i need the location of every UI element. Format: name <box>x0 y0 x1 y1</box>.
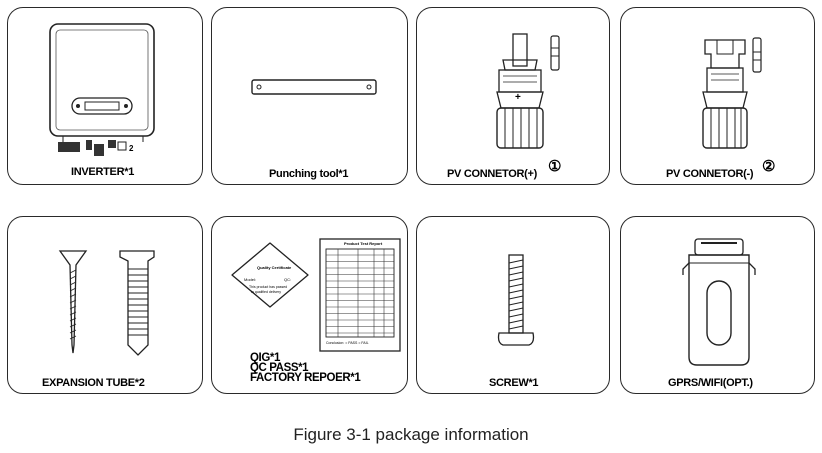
figure-caption: Figure 3-1 package information <box>293 425 529 444</box>
qc-pass-label: QC PASS*1 <box>250 362 309 374</box>
qc-card-note-1: This product has passed <box>249 285 288 289</box>
qc-card-note-2: to qualified delivery <box>251 290 281 294</box>
qig-label: QIG*1 <box>250 352 280 364</box>
pv-connector-plus-icon: + <box>496 33 560 149</box>
report-title: Product Test Report <box>344 241 383 246</box>
gprs-wifi-card: GPRS/WIFI(OPT.) <box>620 216 815 394</box>
report-footer: Conclusion: = PASS = FAIL <box>326 341 369 345</box>
gprs-wifi-module-icon <box>682 238 756 366</box>
documents-card: Quality Certificate Model: QC: This prod… <box>211 216 408 394</box>
gprs-wifi-label: GPRS/WIFI(OPT.) <box>668 377 753 389</box>
expansion-tube-icon <box>58 250 155 356</box>
punching-tool-card: Punching tool*1 <box>211 7 408 185</box>
inverter-icon: 2 <box>49 23 155 156</box>
pv-connector-minus-icon <box>702 37 762 149</box>
qc-card-qc: QC: <box>284 277 292 282</box>
pv-connector-plus-card: + PV CONNETOR(+) ① <box>416 7 610 185</box>
punching-tool-label: Punching tool*1 <box>269 168 349 180</box>
pv-connector-plus-label: PV CONNETOR(+) <box>447 168 538 180</box>
pv-connector-minus-label: PV CONNETOR(-) <box>666 168 754 180</box>
svg-text:2: 2 <box>129 144 134 153</box>
screw-card: SCREW*1 <box>416 216 610 394</box>
qc-card-model: Model: <box>244 277 257 282</box>
punching-tool-icon <box>251 79 377 95</box>
factory-report-label: FACTORY REPOER*1 <box>250 372 361 384</box>
expansion-tube-card: EXPANSION TUBE*2 <box>7 216 203 394</box>
inverter-card: 2 INVERTER*1 <box>7 7 203 185</box>
documents-icon <box>231 238 401 352</box>
circled-number-1: ① <box>548 158 562 175</box>
svg-text:+: + <box>515 92 521 103</box>
qc-card-title: Quality Certificate <box>257 265 292 270</box>
pv-connector-minus-card: PV CONNETOR(-) ② <box>620 7 815 185</box>
expansion-tube-label: EXPANSION TUBE*2 <box>42 377 145 389</box>
screw-label: SCREW*1 <box>489 377 539 389</box>
circled-number-2: ② <box>762 158 776 175</box>
inverter-label: INVERTER*1 <box>71 166 135 178</box>
screw-icon <box>497 254 535 346</box>
